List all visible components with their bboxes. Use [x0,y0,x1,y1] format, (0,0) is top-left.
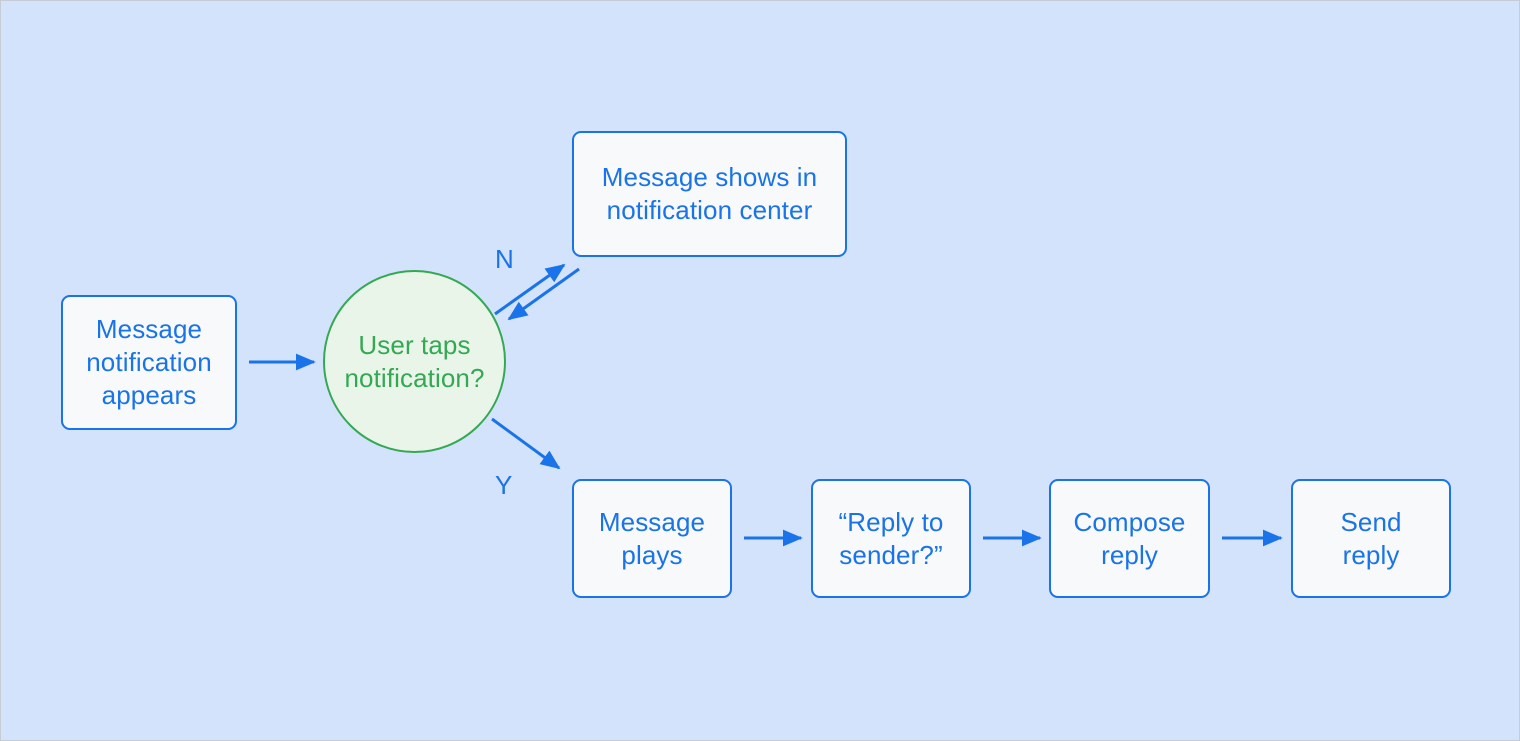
node-message-plays[interactable]: Message plays [572,479,732,598]
node-label: Message notification appears [86,314,212,410]
node-label: Send reply [1340,506,1402,570]
node-compose-reply[interactable]: Compose reply [1049,479,1210,598]
edge-label-no: N [495,244,514,274]
node-send-reply[interactable]: Send reply [1291,479,1451,598]
node-label: “Reply to sender?” [838,506,944,570]
connector-center-back-to-decision [507,267,580,321]
connector-decision-yes-to-plays [491,417,561,470]
node-reply-to-sender[interactable]: “Reply to sender?” [811,479,971,598]
node-message-shows-in-notification-center[interactable]: Message shows in notification center [572,131,847,257]
node-label: Compose reply [1073,506,1186,570]
node-label: Message shows in notification center [601,162,818,225]
edge-label-yes: Y [495,470,513,500]
node-label: User taps notification? [344,329,485,393]
node-user-taps-notification[interactable]: User taps notification? [323,270,506,453]
node-message-notification-appears[interactable]: Message notification appears [61,295,237,430]
node-label: Message plays [598,506,706,570]
